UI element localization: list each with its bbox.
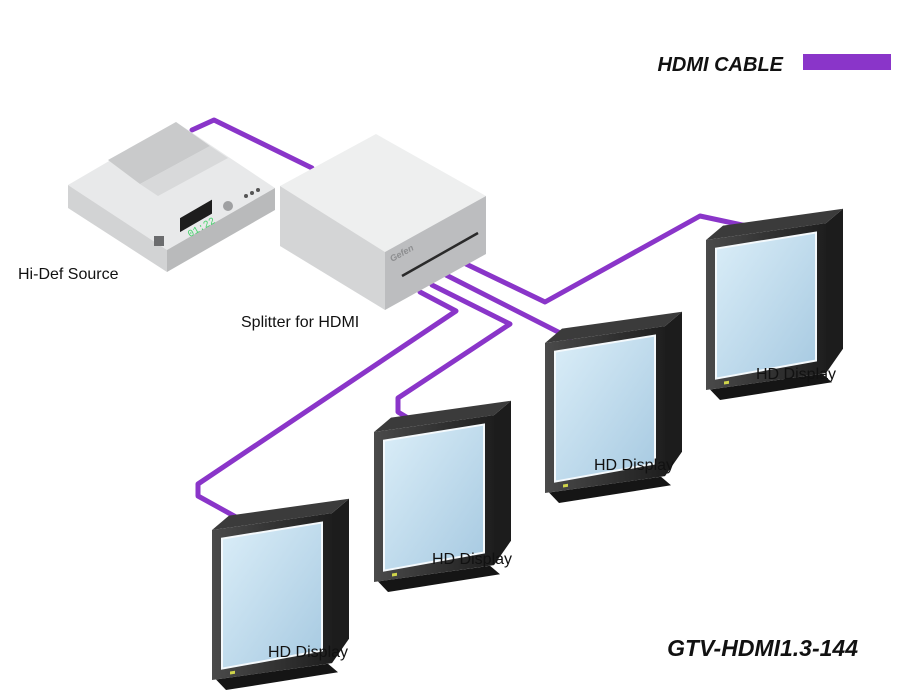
display-4-label: HD Display: [756, 366, 836, 383]
model-number: GTV-HDMI1.3-144: [667, 635, 858, 661]
hi-def-source-device: 01:22: [68, 122, 275, 272]
display-3-label: HD Display: [594, 457, 674, 474]
display-2-label: HD Display: [432, 551, 512, 568]
cable-to-display-3: [443, 272, 573, 341]
splitter-label: Splitter for HDMI: [241, 314, 359, 331]
cable-to-display-1: [195, 289, 459, 525]
source-control-knob: [223, 201, 233, 211]
cable-to-display-2: [395, 282, 513, 421]
source-label: Hi-Def Source: [18, 266, 119, 283]
hdmi-cables: [189, 117, 759, 525]
hdmi-splitter-device: Gefen: [280, 134, 486, 310]
cable-source-to-splitter: [189, 117, 315, 171]
legend-cable-swatch: [803, 54, 891, 70]
hd-display-1: [210, 497, 351, 693]
legend-label: HDMI CABLE: [657, 54, 783, 76]
hd-display-3: [543, 310, 684, 507]
cable-to-display-4: [463, 213, 759, 305]
display-1-label: HD Display: [268, 644, 348, 661]
